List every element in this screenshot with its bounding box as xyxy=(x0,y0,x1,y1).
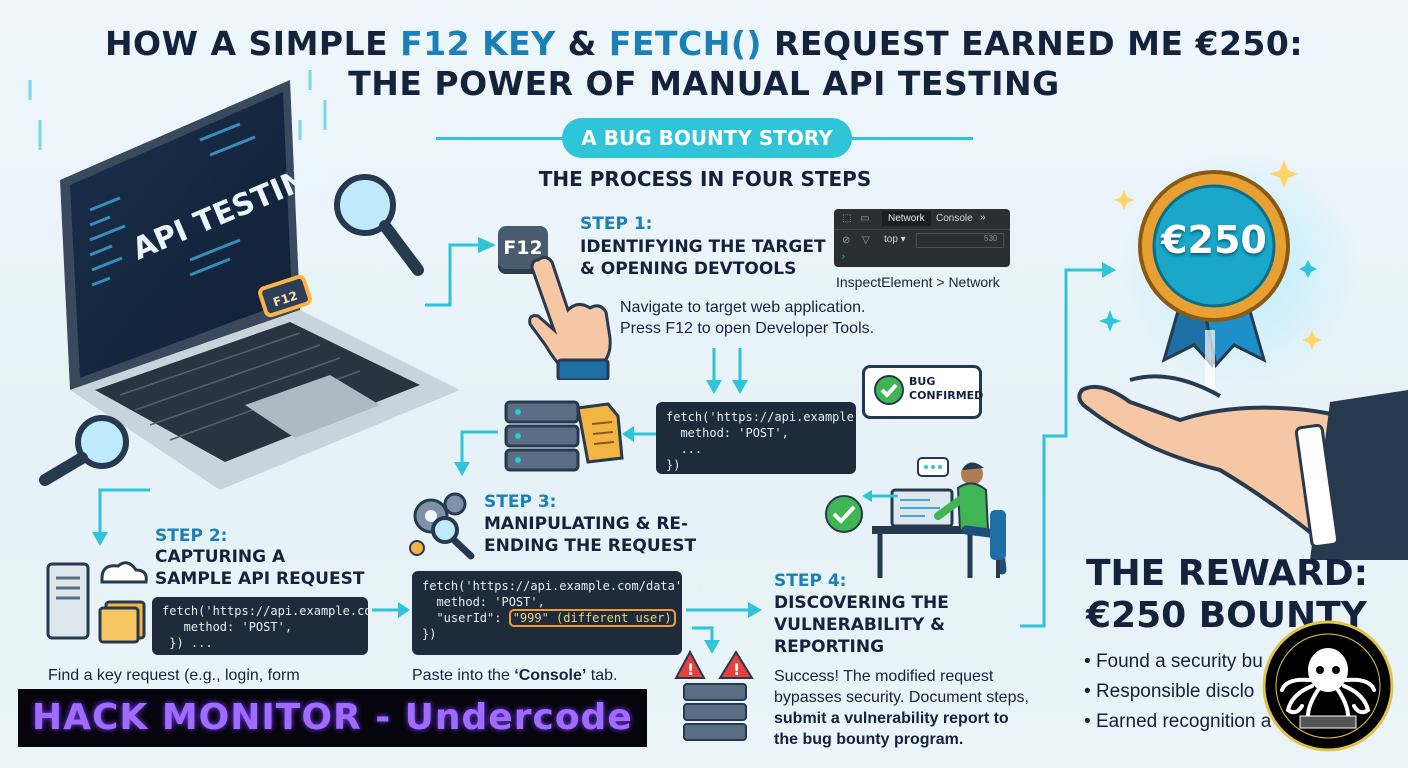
title-highlight-f12: F12 KEY xyxy=(400,24,556,63)
step4-text-line2: bypasses security. Document steps, xyxy=(774,689,1029,706)
code-line: method: 'POST', xyxy=(422,595,545,609)
reward-item: • Found a security bu xyxy=(1084,651,1263,672)
page-title-line2: THE POWER OF MANUAL API TESTING xyxy=(348,64,1060,103)
step3-text: tab. xyxy=(586,667,618,684)
step4-number: STEP 4: xyxy=(774,571,847,591)
step3-number: STEP 3: xyxy=(484,492,557,512)
reward-item: • Responsible disclo xyxy=(1084,681,1255,702)
step1-title-line2: & OPENING DEVTOOLS xyxy=(580,259,797,279)
devtools-device-icon: ▭ xyxy=(860,213,870,224)
pointing-hand-icon xyxy=(528,255,612,380)
code-line: "userId": xyxy=(422,611,509,625)
code-line: fetch('https://api.example.com/data', { xyxy=(422,579,704,593)
octopus-logo xyxy=(1262,620,1394,752)
step3-text-line1: Paste into the ‘Console’ tab. xyxy=(412,665,617,686)
code-line: fetch('https://api.example.com/data xyxy=(162,604,415,618)
step1-text-line2: Press F12 to open Developer Tools. xyxy=(620,320,875,337)
subtitle-rule-right xyxy=(848,137,973,140)
step2-title-line1: CAPTURING A xyxy=(155,547,286,567)
reward-list: • Found a security bu • Responsible disc… xyxy=(1084,647,1384,737)
server-document-icon xyxy=(504,400,624,472)
step2-number: STEP 2: xyxy=(155,526,228,546)
devtools-context-select[interactable]: top ▾ xyxy=(884,234,906,245)
hack-monitor-banner: HACK MONITOR - Undercode xyxy=(18,689,647,747)
step4-title-line1: DISCOVERING THE xyxy=(774,593,949,613)
devtools-filter-icon[interactable]: ▽ xyxy=(862,235,870,246)
code-line: }) xyxy=(422,627,437,641)
arrow-step2-to-step3 xyxy=(372,602,410,618)
check-with-arrow xyxy=(825,490,898,533)
code-line: }) ... xyxy=(162,636,213,650)
arrow-server-to-step3 xyxy=(454,430,498,476)
gears-magnifier-icon xyxy=(409,492,475,560)
step2-title-line2: SAMPLE API REQUEST xyxy=(155,569,365,589)
step3-text-bold: ‘Console’ xyxy=(514,667,587,684)
bug-bubble-line2: CONFIRMED xyxy=(909,389,984,402)
devtools-prompt-icon: › xyxy=(842,251,845,261)
svg-text:!: ! xyxy=(687,660,694,679)
step4-text-line1: Success! The modified request xyxy=(774,668,994,685)
step3-code-block: fetch('https://api.example.com/data', { … xyxy=(412,571,704,655)
code-line: fetch('https://api.example.com', xyxy=(666,410,898,424)
bug-confirmed-bubble: BUG CONFIRMED xyxy=(862,365,984,419)
arrow-step4-to-reward xyxy=(1020,262,1116,628)
laptop-illustration: API TESTING F12 xyxy=(28,70,460,490)
person-at-desk-illustration xyxy=(872,457,1007,578)
title-text: HOW A SIMPLE xyxy=(104,24,401,63)
page-title-line1: HOW A SIMPLE F12 KEY & FETCH() REQUEST E… xyxy=(0,24,1408,63)
check-circle-icon xyxy=(874,375,904,405)
code-line: ... xyxy=(666,442,703,456)
step4-text-line4: the bug bounty program. xyxy=(774,731,964,748)
step3-text: Paste into the xyxy=(412,667,515,684)
reward-item-text: Responsible disclo xyxy=(1095,681,1255,702)
subtitle-pill: A BUG BOUNTY STORY xyxy=(562,118,852,158)
step1-title-line1: IDENTIFYING THE TARGET xyxy=(580,237,826,257)
server-cloud-icon xyxy=(46,561,148,644)
banner-text: HACK MONITOR - Undercode xyxy=(32,697,633,738)
step4-text-line3: submit a vulnerability report to xyxy=(774,710,1009,727)
code-highlight: "999" (different user) xyxy=(508,609,676,627)
reward-item-text: Earned recognition a xyxy=(1095,711,1272,732)
devtools-tab-network[interactable]: Network xyxy=(882,211,931,226)
title-highlight-fetch: FETCH() xyxy=(608,24,762,63)
step4-title-line3: REPORTING xyxy=(774,637,885,657)
middle-code-block: fetch('https://api.example.com', method:… xyxy=(656,402,897,474)
title-text: REQUEST EARNED ME €250: xyxy=(762,24,1304,63)
devtools-panel: ⬚ ▭ Network Console » ⊘ ▽ top ▾ 530 › xyxy=(834,209,1010,267)
subtitle-rule-left xyxy=(436,137,566,140)
code-line: method: 'POST', xyxy=(666,426,789,440)
devtools-clear-icon[interactable]: ⊘ xyxy=(842,235,851,246)
reward-title-line1: THE REWARD: xyxy=(1086,553,1369,594)
light-beam xyxy=(1205,330,1215,390)
code-line: method: 'POST', xyxy=(162,620,293,634)
process-heading: THE PROCESS IN FOUR STEPS xyxy=(538,167,872,191)
devtools-tab-console[interactable]: Console xyxy=(936,213,973,224)
svg-text:!: ! xyxy=(733,660,740,679)
step2-text-line1: Find a key request (e.g., login, form xyxy=(48,667,300,684)
medal-icon xyxy=(1099,160,1322,369)
step1-number: STEP 1: xyxy=(580,214,653,234)
arrow-to-server xyxy=(622,426,656,442)
devtools-more-tabs[interactable]: » xyxy=(980,212,986,223)
step3-title-line1: MANIPULATING & RE- xyxy=(484,514,689,534)
step3-title-line2: ENDING THE REQUEST xyxy=(484,536,697,556)
devtools-caption: InspectElement > Network xyxy=(836,274,1000,290)
step1-text-line1: Navigate to target web application. xyxy=(620,299,866,316)
reward-item-text: Found a security bu xyxy=(1095,651,1263,672)
alert-server-icon: ! ! xyxy=(674,650,754,741)
arrow-laptop-to-step2 xyxy=(92,488,150,546)
reward-item: • Earned recognition a xyxy=(1084,711,1272,732)
arrow-step3-to-step4 xyxy=(686,602,762,654)
title-text: & xyxy=(555,24,609,63)
open-hand-illustration xyxy=(1077,374,1408,560)
double-down-arrow xyxy=(706,348,748,394)
code-line: }) xyxy=(666,458,681,472)
bug-bubble-line1: BUG xyxy=(909,375,936,388)
devtools-inspect-icon: ⬚ xyxy=(842,213,852,224)
step2-code-block: fetch('https://api.example.com/data meth… xyxy=(152,597,415,655)
devtools-count: 530 xyxy=(984,234,998,243)
step4-title-line2: VULNERABILITY & xyxy=(774,615,945,635)
medal-label: €250 xyxy=(1161,218,1267,262)
arrow-laptop-to-step1 xyxy=(425,237,496,307)
